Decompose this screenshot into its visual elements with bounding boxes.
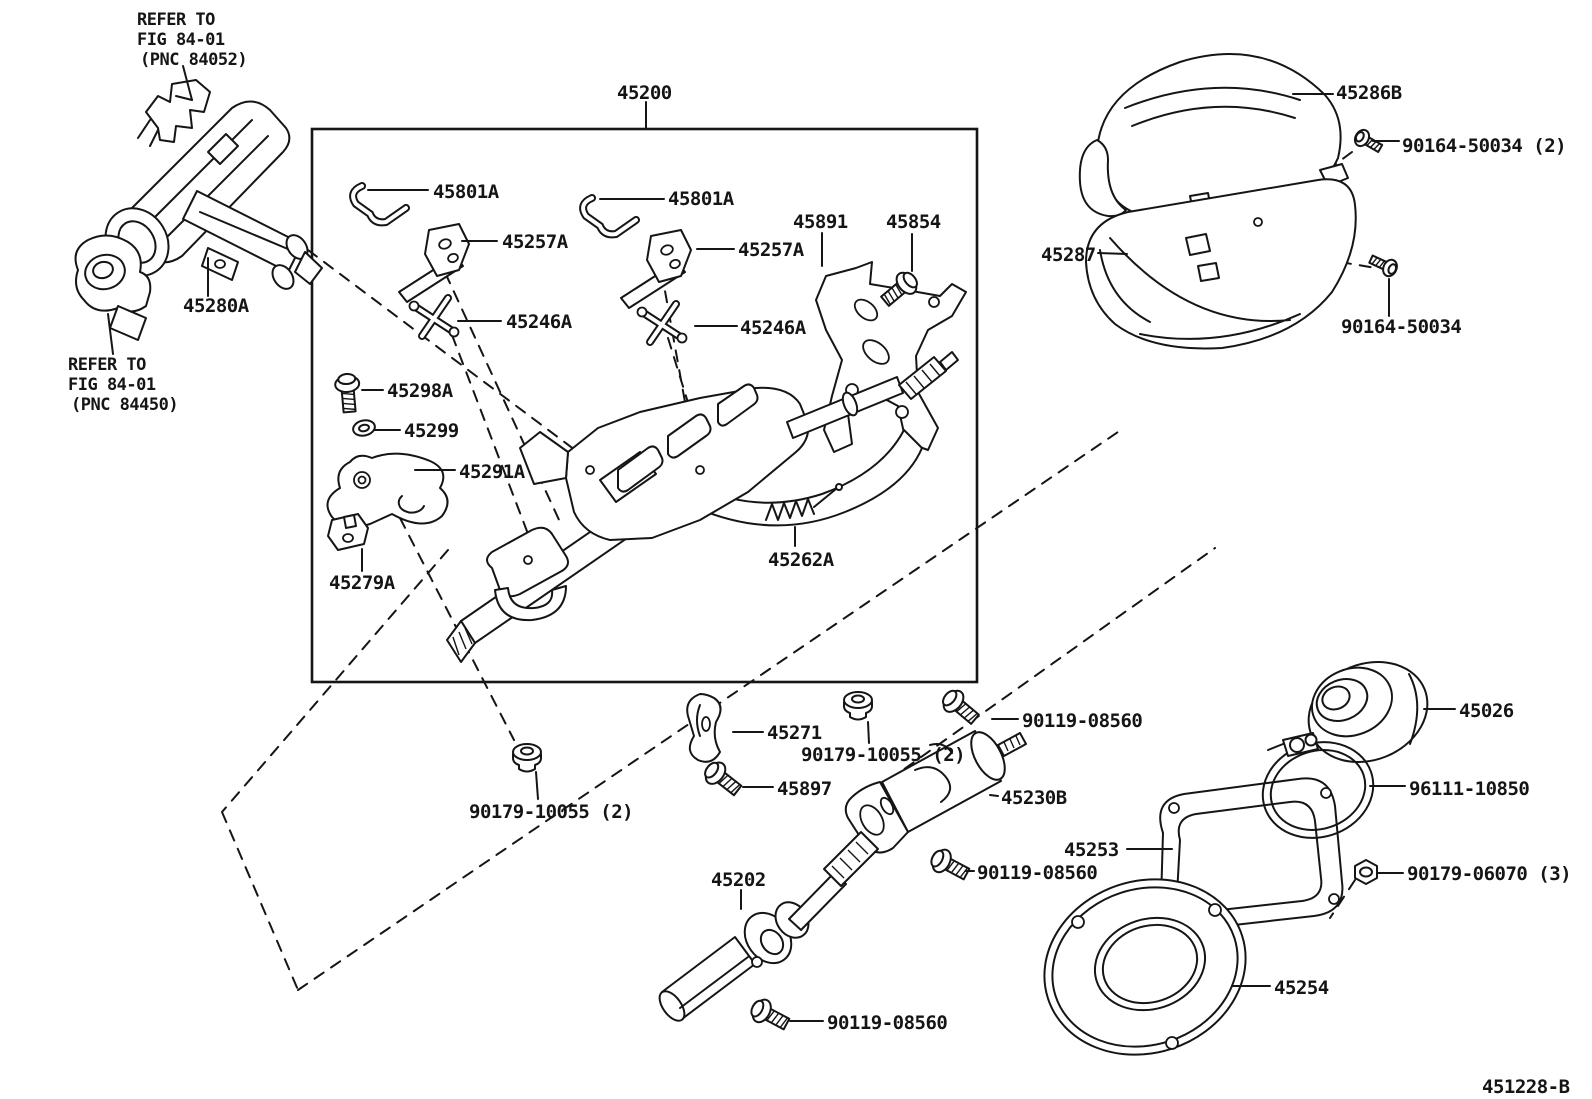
part-45262a-spring <box>765 483 843 521</box>
part-45291a-lever <box>326 452 449 528</box>
part-45026-boot <box>1307 660 1429 764</box>
part-main-column <box>446 351 959 663</box>
label-45286b: 45286B <box>1336 82 1402 104</box>
part-key-cylinder <box>74 234 152 341</box>
note-left-line2: FIG 84-01 <box>68 375 156 395</box>
label-90164-50034-bottom: 90164-50034 <box>1341 316 1461 338</box>
label-45891: 45891 <box>793 211 848 233</box>
bolt-90119-bottom <box>746 994 794 1036</box>
labels: REFER TO FIG 84-01 (PNC 84052) REFER TO … <box>68 10 1572 1098</box>
part-45801a-clip-1 <box>349 182 410 227</box>
part-45271-clamp <box>686 693 722 763</box>
part-45246a-clamp-2 <box>636 300 688 346</box>
label-45299: 45299 <box>404 420 459 442</box>
assembly-box-45200 <box>310 127 979 684</box>
note-top-line1: REFER TO <box>137 10 215 30</box>
part-45299-washer <box>352 419 376 437</box>
part-45254-plate <box>1043 878 1247 1056</box>
note-top-line3: (PNC 84052) <box>140 50 247 70</box>
note-top-line2: FIG 84-01 <box>137 30 225 50</box>
label-90179-10055-right: 90179-10055 (2) <box>801 744 965 766</box>
part-45257a-bracket-1 <box>398 223 470 303</box>
nut-90179-06070 <box>1354 859 1378 885</box>
label-45200: 45200 <box>617 82 672 104</box>
label-45287: 45287 <box>1041 244 1096 266</box>
leader-lines <box>107 65 1456 1022</box>
bolt-90119-right <box>937 684 984 730</box>
grommet-90179-right <box>843 691 873 721</box>
label-45257a-1: 45257A <box>502 231 569 253</box>
label-45230b: 45230B <box>1001 787 1067 809</box>
label-45801a-2: 45801A <box>668 188 735 210</box>
label-45253: 45253 <box>1064 839 1119 861</box>
label-45254: 45254 <box>1274 977 1329 999</box>
bolt-45897 <box>699 756 747 801</box>
label-96111-10850: 96111-10850 <box>1409 778 1529 800</box>
label-45262a: 45262A <box>768 549 835 571</box>
label-90119-08560-right: 90119-08560 <box>1022 710 1142 732</box>
label-90164-50034-top: 90164-50034 (2) <box>1402 135 1566 157</box>
part-96111-clamp <box>1261 732 1375 839</box>
note-left-line3: (PNC 84450) <box>71 395 178 415</box>
label-45246a-2: 45246A <box>740 317 807 339</box>
label-45291a: 45291A <box>459 461 526 483</box>
label-90119-08560-bottom: 90119-08560 <box>827 1012 947 1034</box>
label-45271: 45271 <box>767 722 822 744</box>
part-45801a-clip-2 <box>579 194 640 239</box>
label-45257a-2: 45257A <box>738 239 805 261</box>
part-ignition-lock-clip <box>137 79 211 147</box>
part-45257a-bracket-2 <box>620 229 692 309</box>
part-45279a-clamp <box>327 513 369 551</box>
label-90179-06070: 90179-06070 (3) <box>1407 863 1571 885</box>
bolt-45298a <box>333 371 363 414</box>
label-45801a-1: 45801A <box>433 181 500 203</box>
label-45202: 45202 <box>711 869 766 891</box>
label-45026: 45026 <box>1459 700 1514 722</box>
part-45246a-clamp-1 <box>408 294 460 340</box>
bolt-90119-mid <box>926 844 974 886</box>
label-45854: 45854 <box>886 211 941 233</box>
screw-90164-bottom <box>1366 250 1401 280</box>
label-45280a: 45280A <box>183 295 250 317</box>
label-45897: 45897 <box>777 778 832 800</box>
part-45287-cover-lower <box>1085 178 1357 350</box>
part-45202-shaft <box>658 831 879 1022</box>
label-90119-08560-mid: 90119-08560 <box>977 862 1097 884</box>
label-45298a: 45298A <box>387 380 454 402</box>
label-45246a-1: 45246A <box>506 311 573 333</box>
drawing-number: 451228-B <box>1482 1076 1570 1098</box>
grommet-90179-left <box>512 743 542 773</box>
note-left-line1: REFER TO <box>68 355 146 375</box>
label-45279a: 45279A <box>329 572 396 594</box>
label-90179-10055-left: 90179-10055 (2) <box>469 801 633 823</box>
